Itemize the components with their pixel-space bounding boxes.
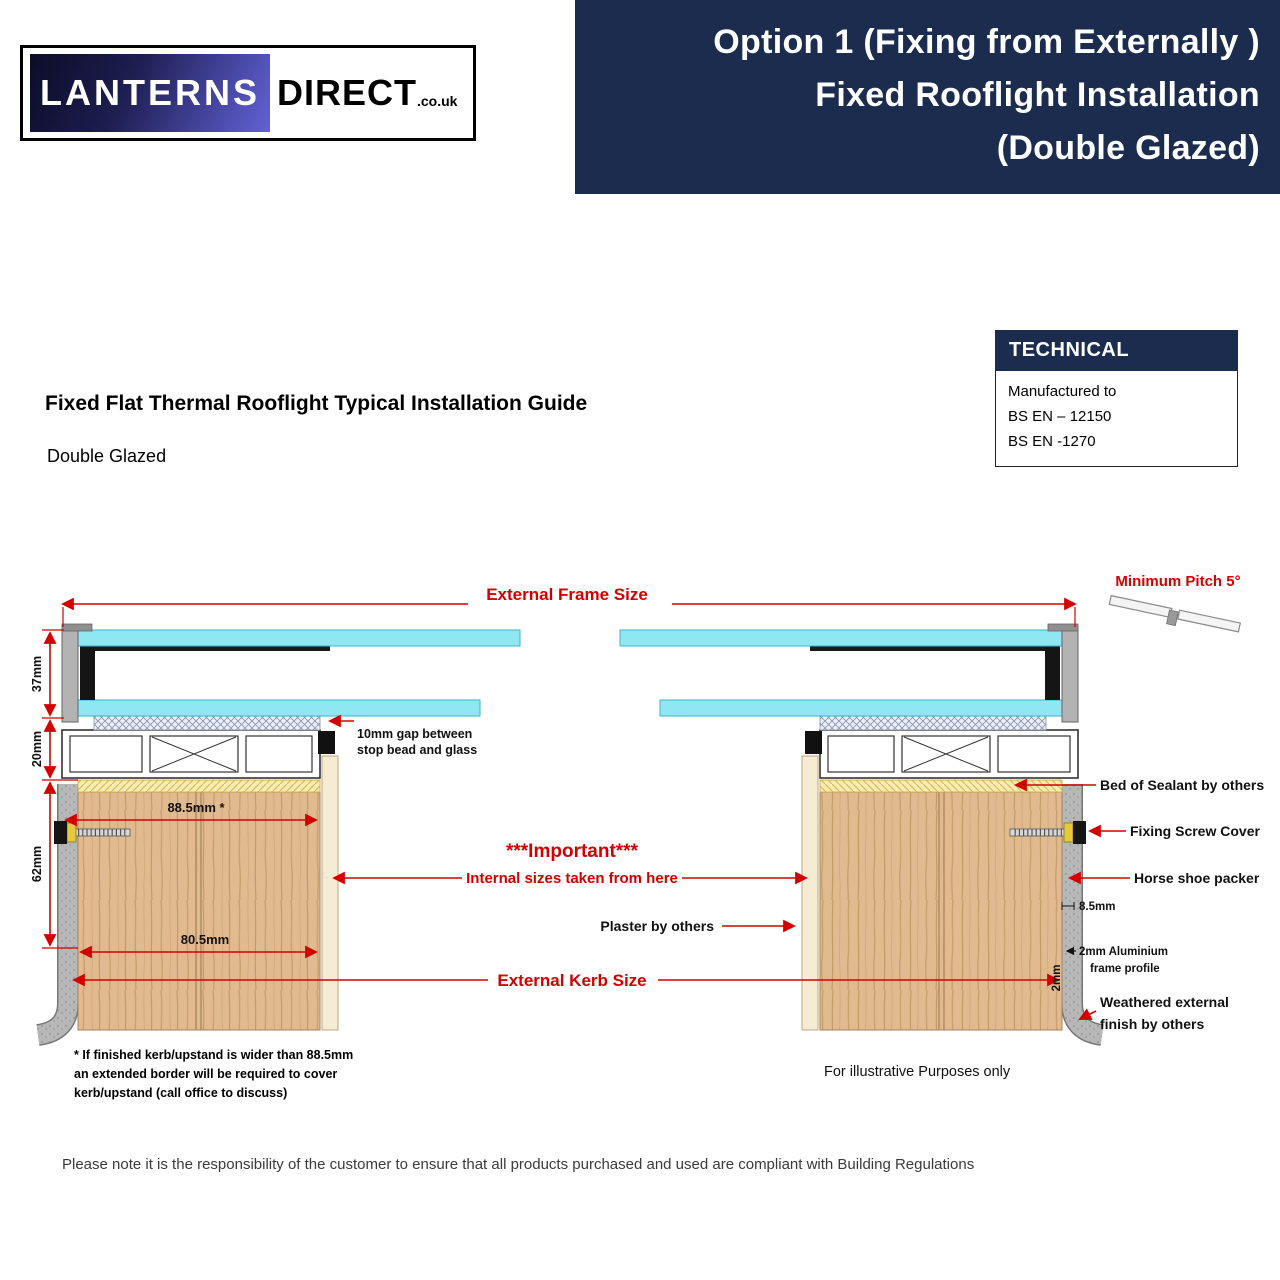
technical-box: TECHNICAL Manufactured to BS EN – 12150 … bbox=[995, 330, 1238, 467]
technical-line-2: BS EN – 12150 bbox=[1008, 408, 1112, 425]
minimum-pitch: Minimum Pitch 5° bbox=[1108, 573, 1242, 633]
dim-37mm-label: 37mm bbox=[30, 656, 44, 692]
dim-8-5mm-tick bbox=[1061, 902, 1075, 910]
page-title: Fixed Flat Thermal Rooflight Typical Ins… bbox=[45, 392, 588, 415]
glass-outer-pane bbox=[77, 629, 521, 647]
logo-lanterns: LANTERNS bbox=[30, 54, 270, 132]
horse-shoe-packer-label: Horse shoe packer bbox=[1134, 870, 1260, 886]
kerb-footnote-line-1: * If finished kerb/upstand is wider than… bbox=[74, 1048, 354, 1062]
bed-of-sealant-label: Bed of Sealant by others bbox=[1100, 777, 1264, 793]
banner-line-1: Option 1 (Fixing from Externally ) bbox=[713, 23, 1260, 61]
logo-direct: DIRECT bbox=[277, 72, 417, 113]
gap-note-line-1: 10mm gap between bbox=[357, 727, 472, 741]
weathered-finish bbox=[36, 784, 78, 1045]
internal-sizes-label: Internal sizes taken from here bbox=[466, 870, 678, 887]
weathered-label-line-1: Weathered external bbox=[1100, 994, 1229, 1010]
sealant-bed bbox=[77, 779, 321, 793]
kerb-width-dimensions: 88.5mm * 80.5mm bbox=[64, 800, 318, 959]
glazing-edge-band bbox=[80, 646, 330, 651]
frame-cap bbox=[61, 623, 93, 632]
dim-80-5mm-label: 80.5mm bbox=[181, 932, 229, 947]
external-kerb-size-label: External Kerb Size bbox=[497, 971, 646, 990]
rooflight-cross-section bbox=[35, 623, 521, 1046]
external-frame-size-label: External Frame Size bbox=[486, 585, 648, 604]
dim-2mm-label: 2mm bbox=[1051, 965, 1063, 992]
left-dimensions: 37mm 20mm 62mm bbox=[30, 629, 78, 949]
important-label: ***Important*** bbox=[506, 841, 639, 862]
alu-profile-line-2: frame profile bbox=[1090, 963, 1160, 975]
external-frame-size-dimension: External Frame Size bbox=[61, 585, 1077, 627]
dim-88-5mm-label: 88.5mm * bbox=[167, 800, 225, 815]
technical-heading: TECHNICAL bbox=[995, 330, 1238, 371]
technical-line-1: Manufactured to bbox=[1008, 383, 1117, 400]
right-callouts: Bed of Sealant by others Fixing Screw Co… bbox=[1014, 777, 1264, 1032]
lanterns-direct-logo: LANTERNS DIRECT .co.uk bbox=[20, 45, 477, 141]
technical-line-3: BS EN -1270 bbox=[1008, 433, 1096, 450]
kerb-footnote-line-3: kerb/upstand (call office to discuss) bbox=[74, 1086, 288, 1100]
frame-side-plate bbox=[61, 625, 79, 723]
weathered-label-line-2: finish by others bbox=[1100, 1016, 1204, 1032]
important-annotation: ***Important*** Internal sizes taken fro… bbox=[332, 841, 808, 887]
aluminium-frame-profile bbox=[61, 729, 321, 779]
page-subtitle: Double Glazed bbox=[47, 446, 167, 466]
technical-body: Manufactured to BS EN – 12150 BS EN -127… bbox=[995, 371, 1238, 467]
logo-tld: .co.uk bbox=[417, 93, 458, 109]
plaster-label: Plaster by others bbox=[600, 918, 714, 934]
dim-62mm-label: 62mm bbox=[30, 846, 44, 882]
gap-note: 10mm gap between stop bead and glass bbox=[328, 714, 477, 757]
glazing-spacer bbox=[80, 646, 95, 700]
stop-bead bbox=[318, 731, 335, 754]
pitch-panels-icon bbox=[1108, 594, 1242, 633]
dim-20mm-label: 20mm bbox=[30, 731, 44, 767]
alu-profile-line-1: 2mm Aluminium bbox=[1079, 946, 1168, 958]
gasket-strip bbox=[93, 715, 321, 731]
banner-line-2: Fixed Rooflight Installation bbox=[815, 76, 1260, 114]
fixing-screw-cover-label: Fixing Screw Cover bbox=[1130, 823, 1260, 839]
header-banner: Option 1 (Fixing from Externally ) Fixed… bbox=[575, 0, 1280, 194]
illustrative-note: For illustrative Purposes only bbox=[824, 1064, 1011, 1080]
kerb-footnote: * If finished kerb/upstand is wider than… bbox=[74, 1046, 353, 1103]
kerb-joint bbox=[195, 792, 202, 1030]
banner-line-3: (Double Glazed) bbox=[996, 129, 1260, 167]
gap-note-line-2: stop bead and glass bbox=[357, 743, 477, 757]
building-regs-disclaimer: Please note it is the responsibility of … bbox=[62, 1156, 975, 1173]
dim-8-5mm-label: 8.5mm bbox=[1079, 901, 1115, 913]
minimum-pitch-label: Minimum Pitch 5° bbox=[1115, 573, 1240, 590]
glass-inner-pane bbox=[77, 699, 481, 717]
timber-kerb bbox=[77, 791, 321, 1031]
plaster-annotation: Plaster by others bbox=[600, 918, 796, 934]
kerb-footnote-line-2: an extended border will be required to c… bbox=[74, 1067, 338, 1081]
external-kerb-size-annotation: External Kerb Size bbox=[72, 971, 1060, 990]
plasterboard bbox=[321, 755, 339, 1031]
